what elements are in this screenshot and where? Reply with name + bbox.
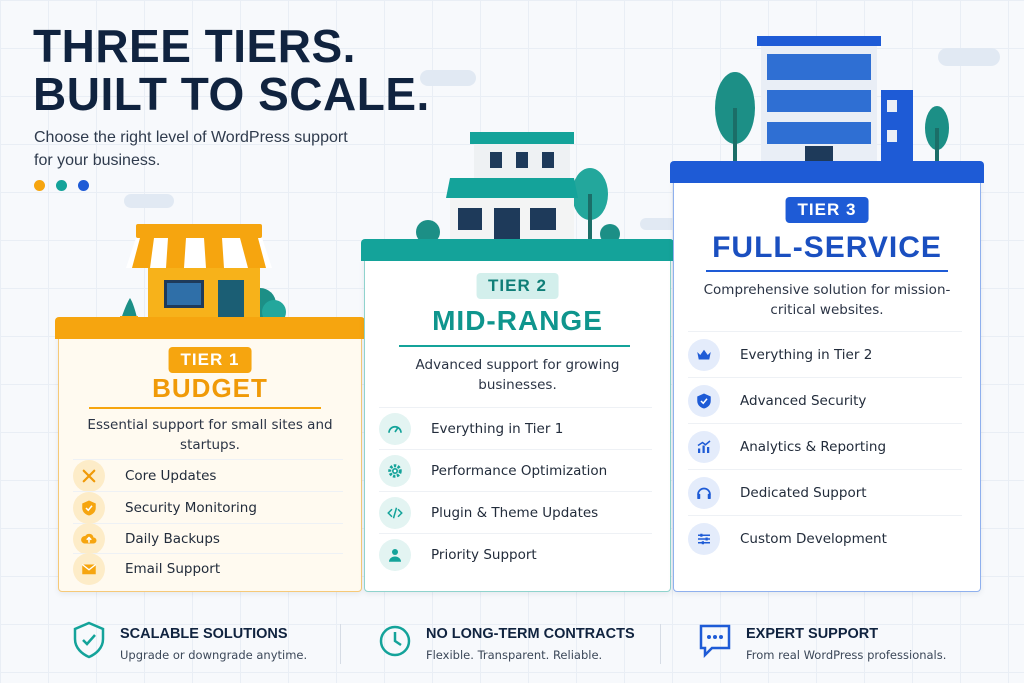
- tier-description: Essential support for small sites and st…: [87, 417, 333, 453]
- feature-item: Performance Optimization: [379, 449, 652, 491]
- feature-item: Analytics & Reporting: [688, 423, 962, 469]
- tier-name: FULL-SERVICE: [712, 231, 942, 264]
- feature-label: Everything in Tier 1: [431, 420, 564, 437]
- skyscraper-illustration: [715, 36, 949, 164]
- footer-subtitle: Upgrade or downgrade anytime.: [120, 648, 308, 662]
- chat-icon: [699, 624, 731, 659]
- shield-check-icon: [73, 621, 105, 659]
- feature-label: Custom Development: [740, 530, 887, 547]
- page-subtitle: Choose the right level of WordPress supp…: [34, 129, 348, 169]
- tier-description: Advanced support for growing businesses.: [415, 357, 620, 393]
- footer-title: NO LONG-TERM CONTRACTS: [426, 626, 635, 642]
- feature-label: Everything in Tier 2: [740, 346, 873, 363]
- feature-item: Plugin & Theme Updates: [379, 491, 652, 533]
- tier-card-budget: TIER 1 BUDGET Essential support for smal…: [55, 317, 365, 592]
- footer-title: SCALABLE SOLUTIONS: [120, 626, 288, 642]
- cloud-icon: [420, 70, 476, 86]
- feature-label: Priority Support: [431, 546, 537, 563]
- storefront-illustration: [120, 224, 286, 324]
- user-icon: [379, 538, 411, 571]
- feature-label: Daily Backups: [125, 530, 220, 547]
- divider: [660, 624, 661, 664]
- feature-item: Email Support: [73, 552, 343, 585]
- cloud-upload-icon: [73, 522, 105, 555]
- office-building-illustration: [416, 132, 620, 244]
- tier-badge: TIER 2: [476, 273, 559, 299]
- dot-orange: [34, 180, 45, 191]
- feature-label: Email Support: [125, 560, 221, 577]
- analytics-icon: [688, 430, 720, 463]
- footer-item-contracts: NO LONG-TERM CONTRACTS Flexible. Transpa…: [378, 620, 635, 662]
- sliders-icon: [688, 522, 720, 555]
- divider: [340, 624, 341, 664]
- feature-label: Analytics & Reporting: [740, 438, 887, 455]
- feature-item: Core Updates: [73, 459, 343, 492]
- tier-name: BUDGET: [152, 373, 268, 403]
- cloud-icon: [124, 194, 174, 208]
- shield-check-icon: [73, 491, 105, 524]
- feature-label: Plugin & Theme Updates: [431, 504, 599, 521]
- dot-blue: [78, 180, 89, 191]
- shield-check-icon: [688, 384, 720, 417]
- feature-label: Core Updates: [125, 467, 217, 484]
- dot-teal: [56, 180, 67, 191]
- footer-subtitle: Flexible. Transparent. Reliable.: [426, 648, 603, 662]
- divider: [706, 270, 948, 272]
- crown-icon: [688, 338, 720, 371]
- envelope-icon: [73, 552, 105, 585]
- clock-icon: [379, 625, 411, 657]
- footer-title: EXPERT SUPPORT: [746, 626, 879, 642]
- gear-icon: [379, 454, 411, 487]
- feature-item: Everything in Tier 1: [379, 407, 652, 449]
- decorative-dots: [34, 180, 89, 191]
- feature-item: Everything in Tier 2: [688, 331, 962, 377]
- tier-card-roof: [670, 161, 984, 183]
- footer-subtitle: From real WordPress professionals.: [746, 648, 947, 662]
- feature-item: Security Monitoring: [73, 491, 343, 524]
- title-line-2: BUILT TO SCALE.: [33, 68, 430, 120]
- divider: [399, 345, 630, 347]
- tier-card-midrange: TIER 2 MID-RANGE Advanced support for gr…: [361, 239, 674, 592]
- feature-label: Security Monitoring: [125, 499, 257, 516]
- speedometer-icon: [379, 412, 411, 445]
- feature-item: Custom Development: [688, 515, 962, 561]
- tier-card-roof: [361, 239, 674, 261]
- headset-icon: [688, 476, 720, 509]
- cloud-icon: [938, 48, 1000, 66]
- feature-label: Advanced Security: [740, 392, 867, 409]
- footer-item-expert: EXPERT SUPPORT From real WordPress profe…: [698, 620, 946, 662]
- feature-item: Dedicated Support: [688, 469, 962, 515]
- feature-item: Advanced Security: [688, 377, 962, 423]
- tier-card-fullservice: TIER 3 FULL-SERVICE Comprehensive soluti…: [670, 161, 984, 592]
- footer-item-scalable: SCALABLE SOLUTIONS Upgrade or downgrade …: [72, 620, 307, 662]
- feature-item: Priority Support: [379, 533, 652, 575]
- code-icon: [379, 496, 411, 529]
- divider: [89, 407, 321, 409]
- page-title: THREE TIERS. BUILT TO SCALE.: [33, 22, 453, 118]
- tools-icon: [73, 459, 105, 492]
- title-line-1: THREE TIERS.: [33, 20, 356, 72]
- feature-label: Dedicated Support: [740, 484, 867, 501]
- feature-item: Daily Backups: [73, 522, 343, 555]
- tier-card-roof: [55, 317, 365, 339]
- tier-name: MID-RANGE: [432, 305, 603, 336]
- tier-badge: TIER 1: [168, 347, 252, 373]
- tier-description: Comprehensive solution for mission-criti…: [703, 282, 951, 318]
- tier-badge: TIER 3: [785, 197, 869, 223]
- feature-label: Performance Optimization: [431, 462, 608, 479]
